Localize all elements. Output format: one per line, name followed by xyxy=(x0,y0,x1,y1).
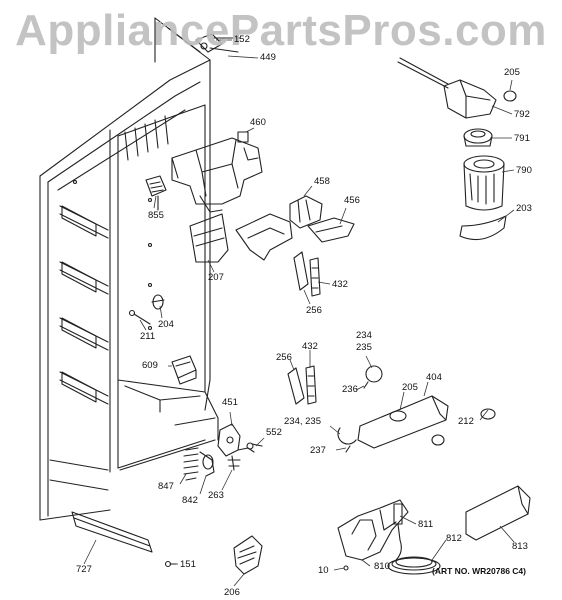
callout-432-upper: 432 xyxy=(332,279,348,290)
callout-206: 206 xyxy=(224,587,240,598)
callout-203: 203 xyxy=(516,203,532,214)
callout-235-upper: 235 xyxy=(356,342,372,353)
callout-256-upper: 256 xyxy=(306,305,322,316)
callout-151: 151 xyxy=(180,559,196,570)
callout-855: 855 xyxy=(148,210,164,221)
callout-727: 727 xyxy=(76,564,92,575)
leader-lines xyxy=(83,39,515,587)
callout-552: 552 xyxy=(266,427,282,438)
callout-237: 237 xyxy=(310,445,326,456)
bottom-right-parts xyxy=(337,485,531,575)
callout-256-middle: 256 xyxy=(276,352,292,363)
callout-790: 790 xyxy=(516,165,532,176)
cover-207 xyxy=(189,213,229,263)
duct-parts-middle xyxy=(287,365,496,453)
callout-449: 449 xyxy=(260,52,276,63)
art-number: (ART NO. WR20786 C4) xyxy=(432,566,526,576)
duct-parts-upper xyxy=(235,195,355,297)
callout-10: 10 xyxy=(318,565,329,576)
callout-212: 212 xyxy=(458,416,474,427)
callout-205-middle: 205 xyxy=(402,382,418,393)
callout-236: 236 xyxy=(342,384,358,395)
switch-609 xyxy=(171,355,197,385)
callout-609: 609 xyxy=(142,360,158,371)
callout-207: 207 xyxy=(208,272,224,283)
callout-813: 813 xyxy=(512,541,528,552)
callout-211: 211 xyxy=(140,331,156,342)
callout-811: 811 xyxy=(418,519,434,530)
callout-263: 263 xyxy=(208,490,224,501)
water-filter-assembly xyxy=(397,57,517,241)
callout-456: 456 xyxy=(344,195,360,206)
callout-205-upper: 205 xyxy=(504,67,520,78)
callout-810: 810 xyxy=(374,561,390,572)
callout-460: 460 xyxy=(250,117,266,128)
bolts-204-211 xyxy=(128,294,165,325)
callout-234-235: 234, 235 xyxy=(284,416,321,427)
callout-458: 458 xyxy=(314,176,330,187)
callout-234-upper: 234 xyxy=(356,330,372,341)
fridge-cabinet xyxy=(39,17,219,521)
bracket-spring-parts xyxy=(183,423,263,481)
callout-847: 847 xyxy=(158,481,174,492)
callout-204: 204 xyxy=(158,319,174,330)
callout-152: 152 xyxy=(234,34,250,45)
hinge-bracket xyxy=(195,33,241,53)
callout-792: 792 xyxy=(514,109,530,120)
vent-855 xyxy=(145,175,167,211)
callout-791: 791 xyxy=(514,133,530,144)
callout-404: 404 xyxy=(426,372,442,383)
callout-812: 812 xyxy=(446,533,462,544)
callout-432-middle: 432 xyxy=(302,341,318,352)
dispenser-housing-460 xyxy=(171,131,263,213)
bottom-parts xyxy=(71,511,263,575)
callout-451: 451 xyxy=(222,397,238,408)
callout-842: 842 xyxy=(182,495,198,506)
